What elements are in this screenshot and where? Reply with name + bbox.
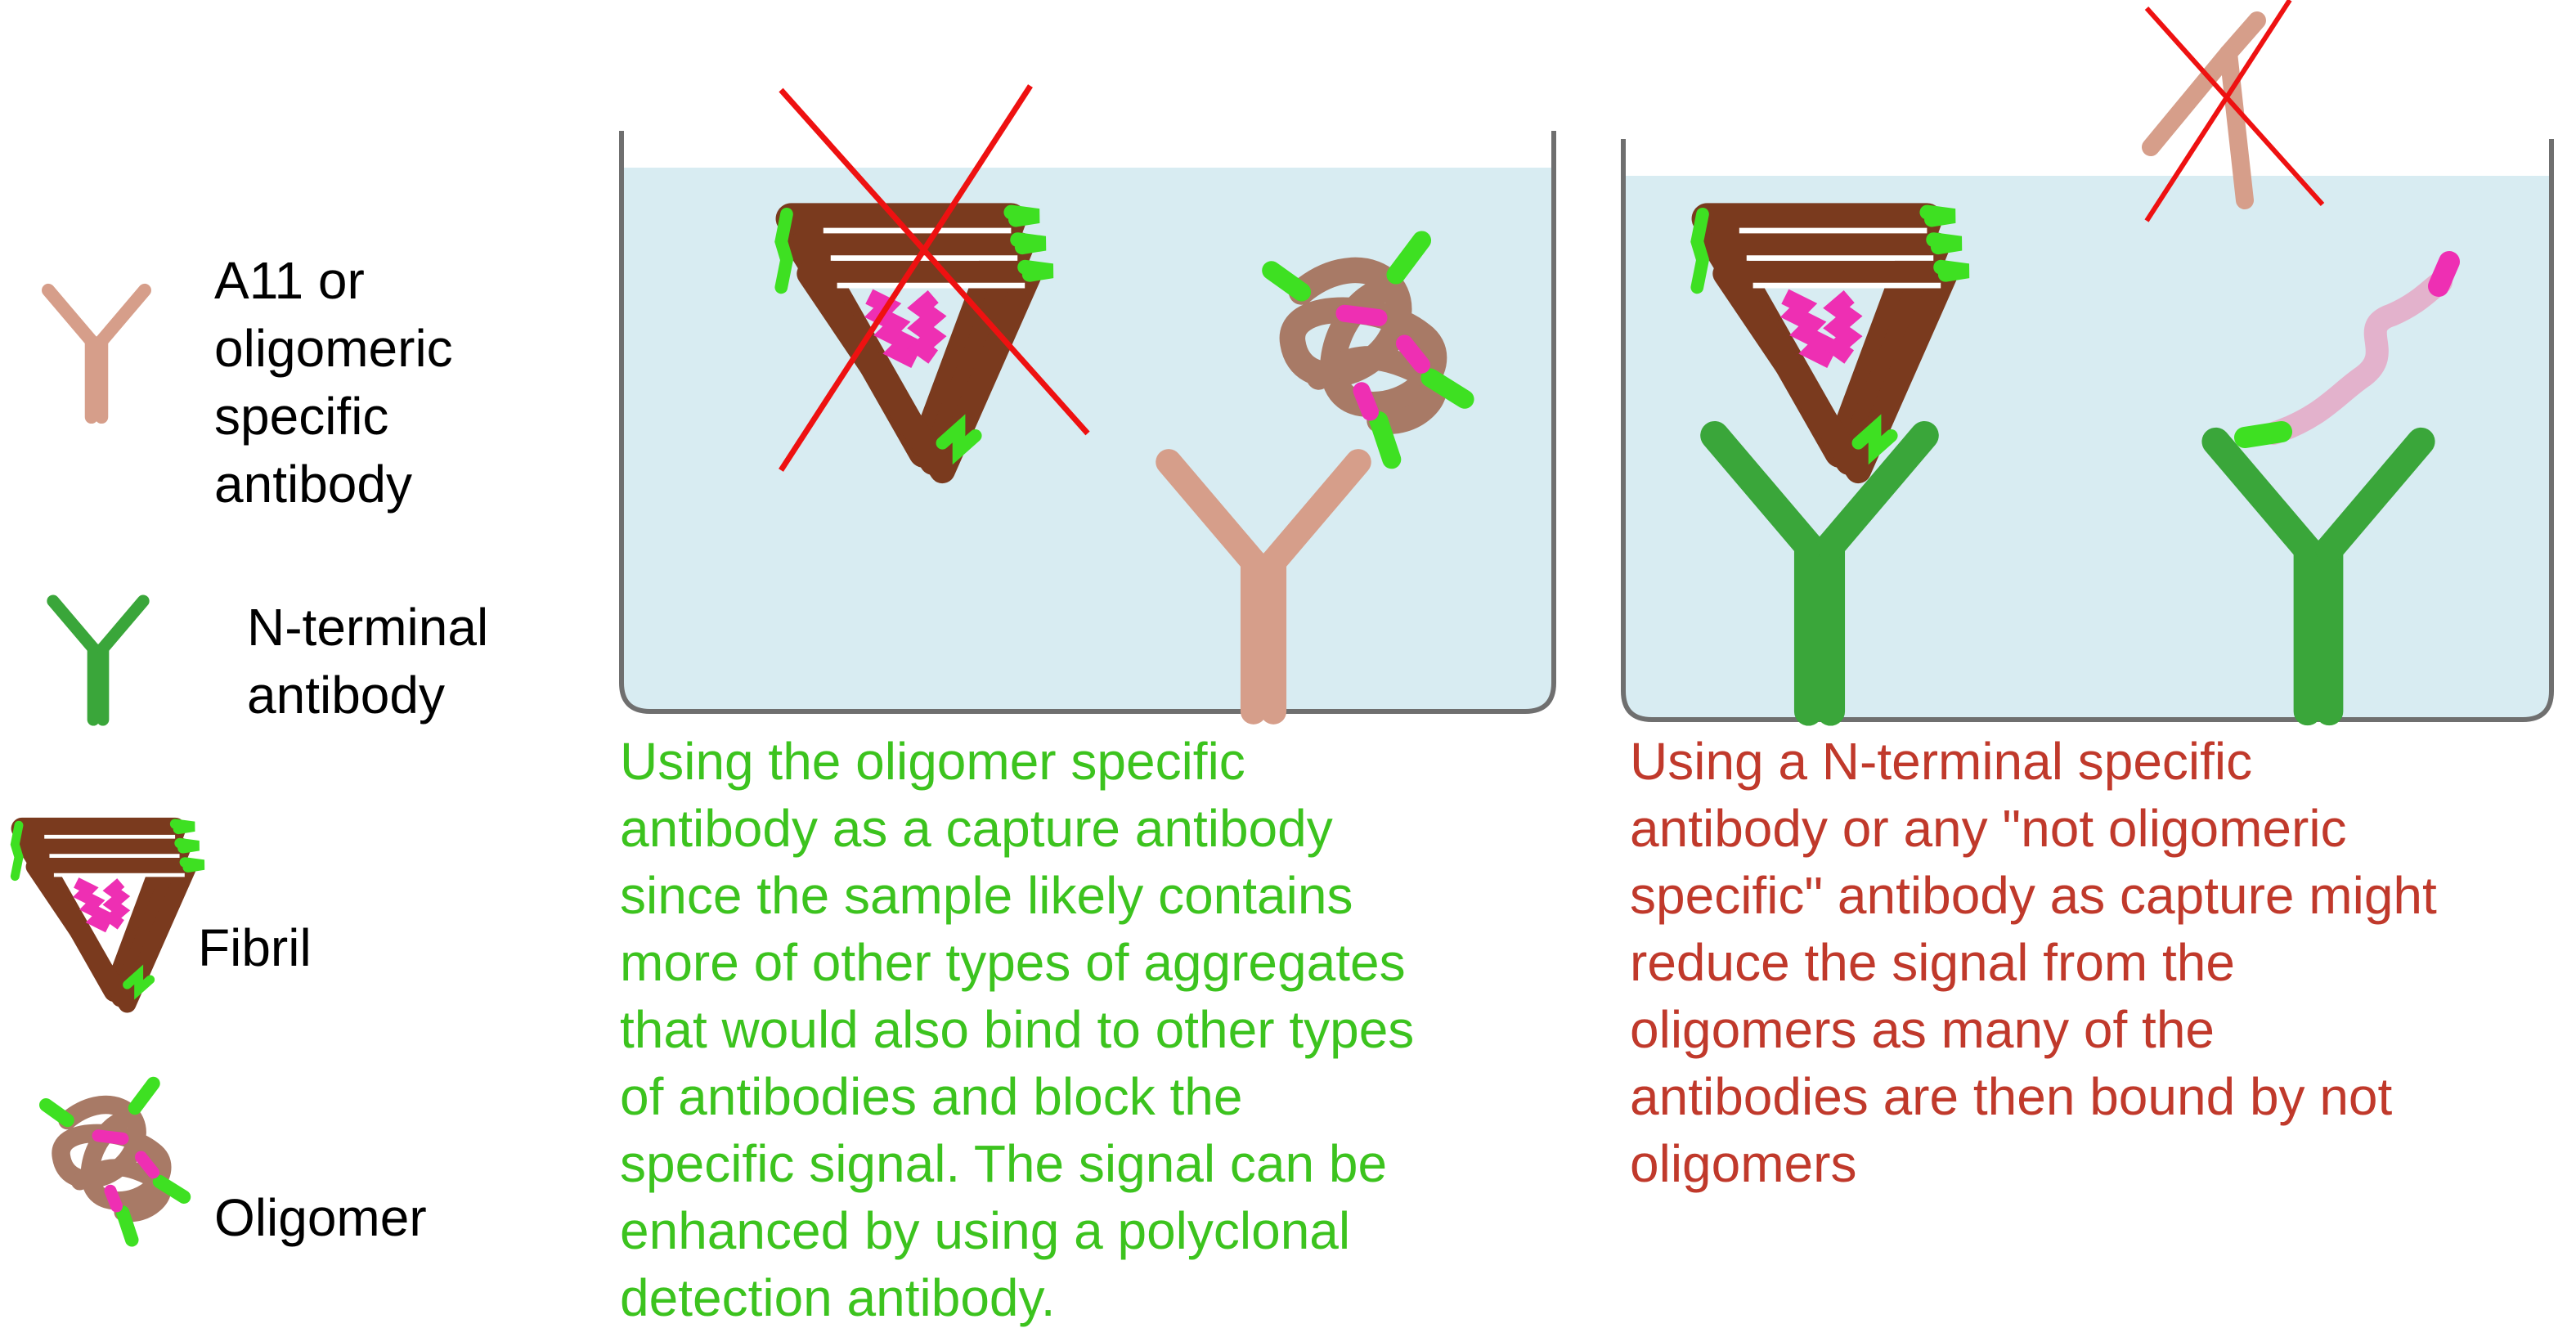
- a11-antibody-legend-icon: [48, 290, 145, 417]
- n-terminal-antibody-label: N-terminal antibody: [247, 598, 489, 725]
- left-fibril-cross-icon: [779, 84, 1090, 472]
- oligomer-label: Oligomer: [214, 1188, 427, 1247]
- n-terminal-capture-description: Using a N-terminal specific antibody or …: [1630, 732, 2437, 1193]
- a11-antibody-label: A11 or oligomeric specific antibody: [214, 251, 453, 514]
- monomer: [2234, 251, 2460, 448]
- fibril-label: Fibril: [198, 918, 312, 977]
- oligomer-legend-icon: [46, 1084, 184, 1240]
- free-antibody-cross-icon: [2144, 0, 2325, 222]
- fibril-legend-icon: [15, 824, 204, 1004]
- free-a11-antibody: [2142, 11, 2266, 209]
- oligomer-capture-description: Using the oligomer specific antibody as …: [620, 732, 1415, 1327]
- n-terminal-antibody-legend-icon: [53, 601, 143, 720]
